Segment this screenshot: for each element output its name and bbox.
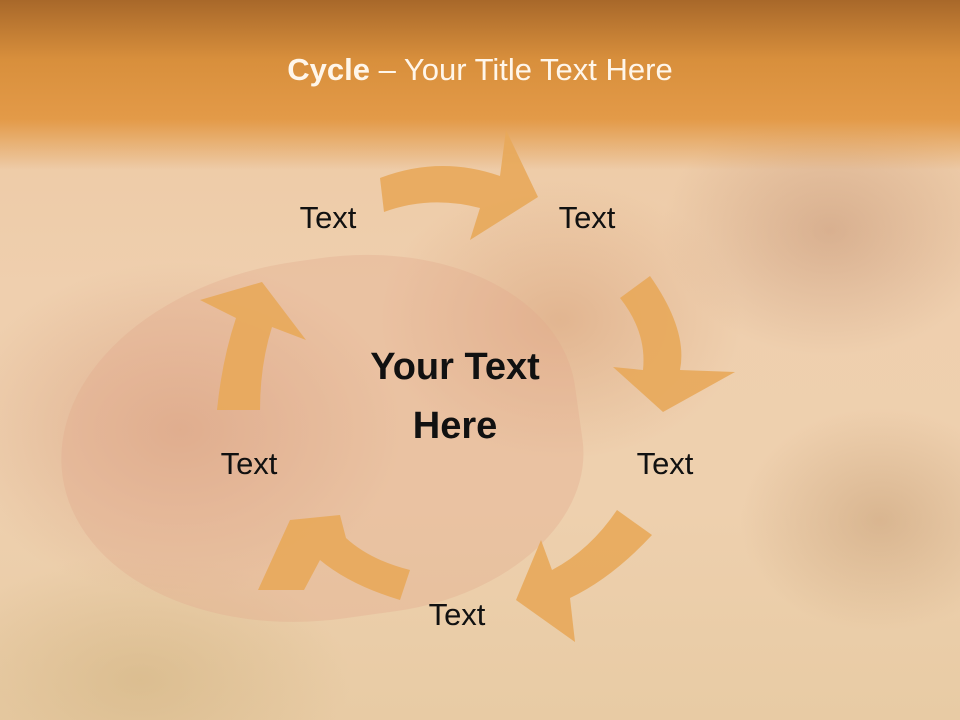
cycle-arrow-2 bbox=[613, 276, 735, 412]
cycle-arrow-3 bbox=[516, 510, 652, 642]
cycle-node-3: Text bbox=[636, 446, 694, 481]
title-band bbox=[0, 0, 960, 170]
title-rest: – Your Title Text Here bbox=[370, 52, 673, 87]
center-text: Your Text Here bbox=[370, 346, 540, 447]
cycle-node-5: Text bbox=[220, 446, 278, 481]
cycle-arrow-1 bbox=[380, 130, 538, 240]
cycle-arrow-4 bbox=[258, 515, 410, 600]
cycle-arrow-5 bbox=[200, 282, 306, 410]
cycle-node-2: Text bbox=[558, 200, 616, 235]
title-bold: Cycle bbox=[287, 52, 370, 87]
cycle-node-1: Text bbox=[299, 200, 357, 235]
cycle-node-4: Text bbox=[428, 597, 486, 632]
slide-title: Cycle – Your Title Text Here bbox=[0, 52, 960, 88]
